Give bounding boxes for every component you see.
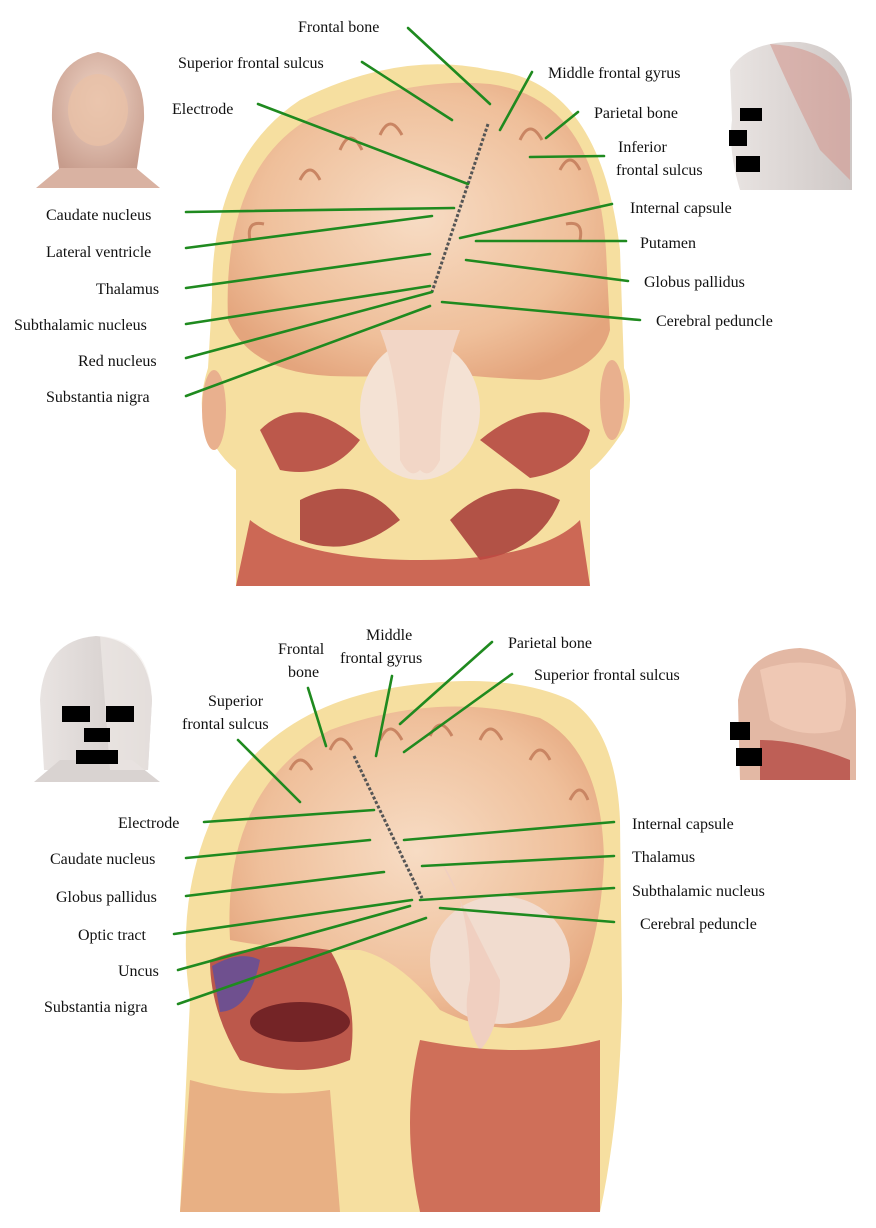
sagittal-section-image <box>180 681 622 1212</box>
leader-line <box>202 808 376 824</box>
redaction-block <box>736 156 760 172</box>
label-superior-line2: frontal sulcus <box>182 716 269 733</box>
coronal-leader-lines <box>184 26 642 398</box>
redaction-block <box>76 750 118 764</box>
sagittal-thumbnail-front <box>34 636 160 782</box>
leader-line <box>184 284 432 326</box>
label-globus-pallidus: Globus pallidus <box>56 889 157 906</box>
leader-line <box>464 258 630 283</box>
label-electrode: Electrode <box>172 101 233 118</box>
redaction-block <box>106 706 134 722</box>
label-caudate-nucleus: Caudate nucleus <box>50 851 155 868</box>
label-parietal-bone: Parietal bone <box>594 105 678 122</box>
label-inferior-line1: Inferior <box>618 139 668 156</box>
sagittal-panel: Frontal bone Middle frontal gyrus Pariet… <box>34 627 856 1212</box>
label-caudate-nucleus: Caudate nucleus <box>46 207 151 224</box>
sagittal-thumbnail-side <box>730 648 856 780</box>
label-putamen: Putamen <box>640 235 696 252</box>
coronal-section-image <box>201 64 630 587</box>
leader-line <box>406 26 492 106</box>
label-subthalamic-nucleus: Subthalamic nucleus <box>14 317 147 334</box>
leader-line <box>458 202 614 240</box>
leader-line <box>184 214 434 250</box>
leader-line <box>420 854 616 868</box>
label-inferior-line2: frontal sulcus <box>616 162 703 179</box>
leader-line <box>440 300 642 322</box>
leader-line <box>184 252 432 290</box>
label-frontal-bone: Frontal bone <box>298 19 379 36</box>
leader-line <box>176 916 428 1006</box>
leader-line <box>402 672 514 754</box>
label-superior-line1: Superior <box>208 693 264 710</box>
label-red-nucleus: Red nucleus <box>78 353 157 370</box>
label-uncus: Uncus <box>118 963 159 980</box>
label-superior-frontal-sulcus: Superior frontal sulcus <box>178 55 324 72</box>
redaction-block <box>729 130 747 146</box>
leader-line <box>374 674 394 758</box>
label-thalamus: Thalamus <box>96 281 159 298</box>
label-globus-pallidus: Globus pallidus <box>644 274 745 291</box>
leader-line <box>438 906 616 924</box>
label-frontal-line1: Frontal <box>278 641 325 658</box>
label-substantia-nigra: Substantia nigra <box>46 389 150 406</box>
redaction-block <box>740 108 762 121</box>
leader-line <box>528 154 606 159</box>
label-electrode: Electrode <box>118 815 179 832</box>
electrode-lead <box>430 123 490 293</box>
leader-line <box>172 898 414 936</box>
coronal-labels: Frontal bone Superior frontal sulcus Mid… <box>14 19 773 406</box>
redaction-block <box>62 706 90 722</box>
label-substantia-nigra: Substantia nigra <box>44 999 148 1016</box>
redaction-block <box>84 728 110 742</box>
leader-line <box>184 838 372 860</box>
sagittal-leader-lines <box>172 640 616 1006</box>
leader-line <box>402 820 616 842</box>
leader-line <box>184 290 434 360</box>
electrode-lead <box>352 755 424 899</box>
leader-line <box>256 102 470 186</box>
label-cerebral-peduncle: Cerebral peduncle <box>656 313 773 330</box>
label-internal-capsule: Internal capsule <box>632 816 734 833</box>
leader-line <box>418 886 616 902</box>
label-parietal-bone: Parietal bone <box>508 635 592 652</box>
coronal-thumbnail-front <box>36 48 160 188</box>
leader-line <box>184 304 432 398</box>
leader-line <box>398 640 494 726</box>
leader-line <box>306 686 328 748</box>
label-cerebral-peduncle: Cerebral peduncle <box>640 916 757 933</box>
label-middle-line2: frontal gyrus <box>340 650 422 667</box>
redaction-block <box>730 722 750 740</box>
sagittal-labels: Frontal bone Middle frontal gyrus Pariet… <box>44 627 765 1016</box>
leader-line <box>176 904 412 972</box>
label-subthalamic-nucleus: Subthalamic nucleus <box>632 883 765 900</box>
label-frontal-line2: bone <box>288 664 319 681</box>
label-middle-line1: Middle <box>366 627 412 644</box>
leader-line <box>184 206 456 214</box>
label-middle-frontal-gyrus: Middle frontal gyrus <box>548 65 680 82</box>
coronal-thumbnail-side <box>729 41 852 190</box>
label-optic-tract: Optic tract <box>78 927 147 944</box>
redaction-block <box>736 748 762 766</box>
leader-line <box>498 70 534 132</box>
leader-line <box>544 110 580 140</box>
label-thalamus: Thalamus <box>632 849 695 866</box>
leader-line <box>184 870 386 898</box>
leader-line <box>360 60 454 122</box>
label-internal-capsule: Internal capsule <box>630 200 732 217</box>
label-lateral-ventricle: Lateral ventricle <box>46 244 151 261</box>
coronal-panel: Frontal bone Superior frontal sulcus Mid… <box>14 19 852 587</box>
label-superior-frontal-sulcus: Superior frontal sulcus <box>534 667 680 684</box>
leader-line <box>236 738 302 804</box>
